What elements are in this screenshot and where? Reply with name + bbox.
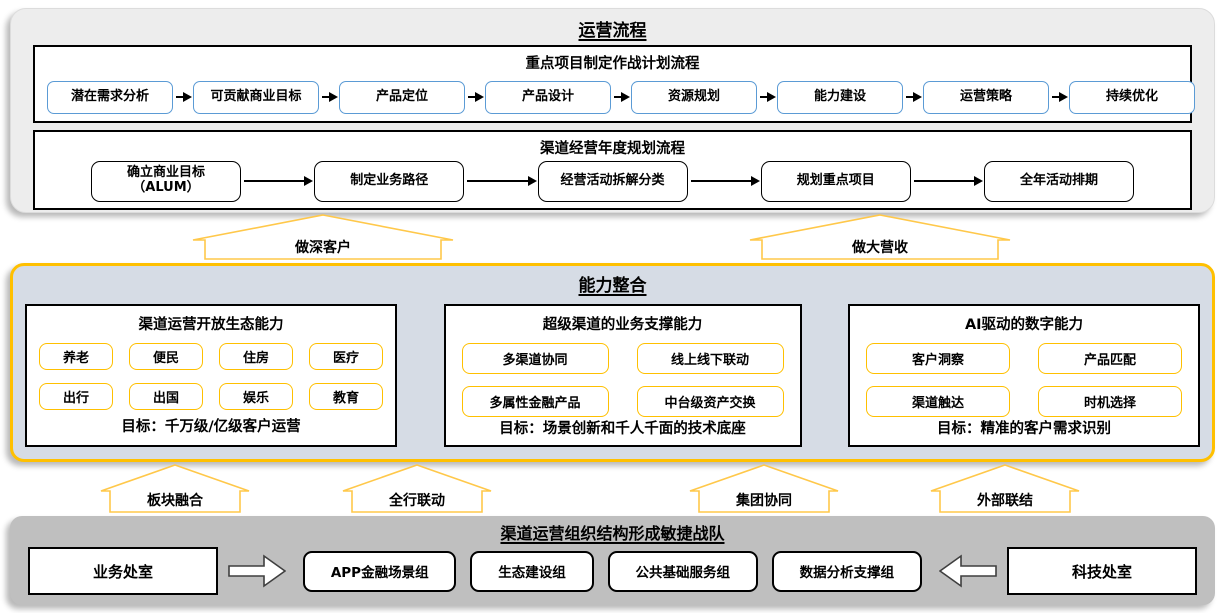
flow-step: 确立商业目标 （ALUM） (91, 160, 241, 202)
technology-office-box: 科技处室 (1007, 547, 1197, 595)
flow-step: 经营活动拆解分类 (537, 160, 688, 202)
capability-cards-row: 渠道运营开放生态能力 养老 便民 住房 医疗 出行 出国 娱乐 教育 目标：千万… (25, 304, 1200, 447)
flow-step: 持续优化 (1069, 80, 1195, 114)
operations-process-title: 运营流程 (578, 21, 647, 41)
connector-label: 外部联结 (977, 493, 1033, 509)
capability-pill: 出行 (39, 383, 113, 410)
capability-pill: 便民 (129, 343, 203, 370)
up-connector-bankwide-linkage: 全行联动 (342, 464, 492, 513)
operations-process-section: 运营流程 重点项目制定作战计划流程 潜在需求分析 可贡献商业目标 产品定位 产品… (10, 8, 1215, 213)
connector-label: 集团协同 (736, 493, 792, 509)
flow-step: 运营策略 (923, 80, 1049, 114)
key-project-flow-panel: 重点项目制定作战计划流程 潜在需求分析 可贡献商业目标 产品定位 产品设计 资源… (33, 45, 1195, 123)
card-title: 渠道运营开放生态能力 (138, 317, 284, 333)
capability-pill: 出国 (129, 383, 203, 410)
key-project-flow-row: 潜在需求分析 可贡献商业目标 产品定位 产品设计 资源规划 能力建设 运营策略 … (35, 80, 1195, 114)
capability-integration-section: 能力整合 渠道运营开放生态能力 养老 便民 住房 医疗 出行 出国 娱乐 教育 … (10, 263, 1215, 462)
capability-pill: 渠道触达 (866, 386, 1010, 417)
up-connector-external-links: 外部联结 (930, 464, 1080, 513)
organization-title: 渠道运营组织结构形成敏捷战队 (500, 524, 725, 543)
capability-pill: 客户洞察 (866, 343, 1010, 374)
ai-digital-capability-card: AI驱动的数字能力 客户洞察 产品匹配 渠道触达 时机选择 目标：精准的客户需求… (848, 304, 1200, 447)
arrow-right-icon (913, 176, 984, 186)
capability-pill: 医疗 (309, 343, 383, 370)
organization-section: 渠道运营组织结构形成敏捷战队 业务处室 APP金融场景组 生态建设组 公共基础服… (10, 516, 1215, 605)
flow-step: 产品设计 (485, 80, 611, 114)
org-group-box: 生态建设组 (470, 550, 594, 592)
open-ecosystem-card: 渠道运营开放生态能力 养老 便民 住房 医疗 出行 出国 娱乐 教育 目标：千万… (25, 304, 397, 447)
card-title: 超级渠道的业务支撑能力 (542, 317, 703, 333)
arrow-right-icon (467, 176, 537, 186)
capability-pill: 教育 (309, 383, 383, 410)
hollow-left-arrow-icon (939, 554, 997, 588)
card-title: AI驱动的数字能力 (964, 317, 1084, 333)
capability-pill: 住房 (219, 343, 293, 370)
org-group-box: 数据分析支撑组 (771, 550, 922, 592)
annual-planning-flow-row: 确立商业目标 （ALUM） 制定业务路径 经营活动拆解分类 规划重点项目 全年活… (35, 160, 1190, 202)
capability-pill: 娱乐 (219, 383, 293, 410)
connector-label: 做大营收 (852, 240, 908, 256)
arrow-right-icon (614, 92, 630, 102)
flow-step: 资源规划 (631, 80, 757, 114)
capability-pill: 多属性金融产品 (461, 386, 609, 417)
capability-pill: 产品匹配 (1038, 343, 1182, 374)
arrow-right-icon (176, 92, 192, 102)
flow-step: 全年活动排期 (984, 160, 1134, 202)
arrow-right-icon (468, 92, 484, 102)
capability-pill: 时机选择 (1038, 386, 1182, 417)
connector-label: 做深客户 (295, 240, 351, 256)
flow-step: 能力建设 (777, 80, 903, 114)
organization-row: 业务处室 APP金融场景组 生态建设组 公共基础服务组 数据分析支撑组 科技处室 (28, 547, 1197, 595)
capability-pill: 多渠道协同 (461, 343, 609, 374)
capability-pill: 养老 (39, 343, 113, 370)
card-goal: 目标：千万级/亿级客户运营 (121, 419, 301, 435)
up-arrow-shape-icon (192, 214, 454, 260)
flow-step: 规划重点项目 (760, 160, 911, 202)
annual-planning-flow-title: 渠道经营年度规划流程 (540, 141, 685, 157)
up-arrow-shape-icon (930, 464, 1080, 513)
capability-pill: 中台级资产交换 (636, 386, 784, 417)
up-connector-sector-integration: 板块融合 (100, 464, 250, 513)
hollow-right-arrow-icon (228, 554, 286, 588)
ai-pill-grid: 客户洞察 产品匹配 渠道触达 时机选择 (862, 343, 1186, 417)
flow-step: 制定业务路径 (314, 160, 465, 202)
key-project-flow-title: 重点项目制定作战计划流程 (525, 56, 700, 72)
up-arrow-shape-icon (749, 214, 1011, 260)
up-connector-deepen-customers: 做深客户 (192, 214, 454, 260)
flow-step: 潜在需求分析 (47, 80, 173, 114)
arrow-right-icon (1052, 92, 1068, 102)
arrow-right-icon (322, 92, 338, 102)
support-pill-grid: 多渠道协同 线上线下联动 多属性金融产品 中台级资产交换 (458, 343, 788, 417)
flow-step: 产品定位 (339, 80, 465, 114)
arrow-right-icon (244, 176, 314, 186)
flow-step: 可贡献商业目标 (193, 80, 319, 114)
connector-label: 全行联动 (389, 493, 445, 509)
up-arrow-shape-icon (100, 464, 250, 513)
business-office-box: 业务处室 (28, 547, 218, 595)
up-connector-group-synergy: 集团协同 (689, 464, 839, 513)
super-channel-support-card: 超级渠道的业务支撑能力 多渠道协同 线上线下联动 多属性金融产品 中台级资产交换… (443, 304, 802, 447)
arrow-right-icon (760, 92, 776, 102)
card-goal: 目标：精准的客户需求识别 (937, 421, 1111, 437)
arrow-right-icon (690, 176, 761, 186)
annual-planning-flow-panel: 渠道经营年度规划流程 确立商业目标 （ALUM） 制定业务路径 经营活动拆解分类… (33, 130, 1192, 210)
up-connector-grow-revenue: 做大营收 (749, 214, 1011, 260)
card-goal: 目标：场景创新和千人千面的技术底座 (499, 421, 746, 437)
org-group-box: APP金融场景组 (303, 550, 457, 592)
ecosystem-pill-grid: 养老 便民 住房 医疗 出行 出国 娱乐 教育 (39, 343, 383, 410)
up-arrow-shape-icon (689, 464, 839, 513)
capability-integration-title: 能力整合 (578, 276, 647, 296)
arrow-right-icon (906, 92, 922, 102)
capability-pill: 线上线下联动 (636, 343, 784, 374)
org-group-box: 公共基础服务组 (607, 550, 758, 592)
connector-label: 板块融合 (147, 493, 203, 509)
up-arrow-shape-icon (342, 464, 492, 513)
